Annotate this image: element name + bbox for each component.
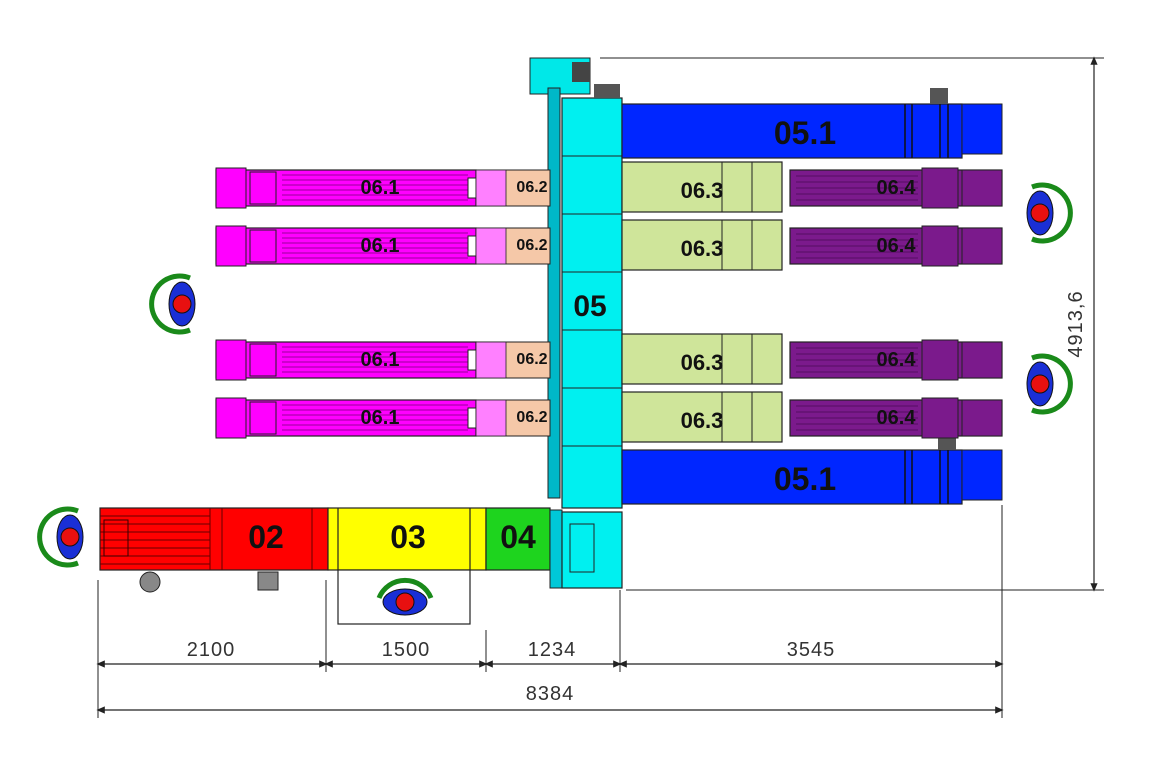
module-06-1-stop <box>467 349 477 371</box>
module-06-2-label: 06.2 <box>516 237 547 254</box>
module-06-2-label: 06.2 <box>516 351 547 368</box>
dim-total: 8384 <box>526 683 575 705</box>
module-06-2-joint <box>475 341 507 379</box>
module-06-4-end <box>961 399 1003 437</box>
module-06-2-joint <box>475 169 507 207</box>
module-04: 04 <box>485 507 623 589</box>
operator-arc <box>1031 353 1073 415</box>
module-04-label: 04 <box>500 519 536 555</box>
operator-head <box>172 294 192 314</box>
module-05-label: 05 <box>573 290 606 323</box>
operator-head <box>1030 374 1050 394</box>
module-06-2-label: 06.2 <box>516 179 547 196</box>
module-06-4-drive <box>921 339 959 381</box>
module-row-4: 06.1 06.2 06.3 06.4 <box>215 391 1003 443</box>
dimensions: 2100 1500 1234 3545 8384 4913,6 <box>96 56 1104 718</box>
module-06-4-label: 06.4 <box>877 407 917 429</box>
module-06-3-label: 06.3 <box>681 350 724 375</box>
module-06-4-drive <box>921 397 959 439</box>
module-06-3-body <box>621 333 783 385</box>
operator-group <box>37 182 1073 616</box>
module-06-1-end <box>215 339 247 381</box>
module-06-4-label: 06.4 <box>877 235 917 257</box>
module-06-1-end <box>215 167 247 209</box>
module-06-3-label: 06.3 <box>681 178 724 203</box>
operator-arc <box>149 273 191 335</box>
operator-arc <box>376 577 434 600</box>
module-06-2-joint <box>475 227 507 265</box>
module-06-1-frame <box>249 229 277 263</box>
module-06-4-end <box>961 227 1003 265</box>
module-06-4-drive <box>921 167 959 209</box>
operator-head <box>60 527 80 547</box>
operator-5 <box>376 577 434 616</box>
module-row-3: 06.1 06.2 06.3 06.4 <box>215 333 1003 385</box>
module-06-1-end <box>215 397 247 439</box>
module-row-1: 06.1 06.2 06.3 06.4 <box>215 161 1003 213</box>
module-05-1-top-label: 05.1 <box>774 115 836 151</box>
module-06-4-label: 06.4 <box>877 349 917 371</box>
module-06-2-joint <box>475 399 507 437</box>
module-06-1-frame <box>249 401 277 435</box>
dim-height: 4913,6 <box>1065 290 1087 357</box>
module-06-4-drive <box>921 225 959 267</box>
module-06-3-body <box>621 161 783 213</box>
dim-2100: 2100 <box>187 639 236 661</box>
module-06-1-end <box>215 225 247 267</box>
dim-1234: 1234 <box>528 639 577 661</box>
dim-3545: 3545 <box>787 639 836 661</box>
module-06-4-end <box>961 341 1003 379</box>
row-group: 06.1 06.2 06.3 06.4 06.1 06.2 06.3 06.4 06.1 06.2… <box>215 161 1003 443</box>
module-06-1-stop <box>467 177 477 199</box>
module-06-2-label: 06.2 <box>516 409 547 426</box>
dim-1500: 1500 <box>382 639 431 661</box>
module-06-1-frame <box>249 171 277 205</box>
module-06-1-label: 06.1 <box>361 177 400 199</box>
module-02-label: 02 <box>248 519 284 555</box>
operator-3 <box>1026 353 1073 415</box>
module-06-1-stop <box>467 235 477 257</box>
operator-4 <box>37 506 84 568</box>
module-06-3-body <box>621 219 783 271</box>
module-06-1-stop <box>467 407 477 429</box>
operator-arc <box>1031 182 1073 244</box>
module-row-2: 06.1 06.2 06.3 06.4 <box>215 219 1003 271</box>
module-02: 02 <box>99 507 329 593</box>
operator-arc <box>37 506 79 568</box>
module-06-1-label: 06.1 <box>361 407 400 429</box>
module-06-3-label: 06.3 <box>681 236 724 261</box>
module-06-3-body <box>621 391 783 443</box>
module-06-1-label: 06.1 <box>361 235 400 257</box>
module-06-1-label: 06.1 <box>361 349 400 371</box>
operator-1 <box>1026 182 1073 244</box>
module-05-1-top: 05.1 <box>621 88 1003 159</box>
module-06-4-label: 06.4 <box>877 177 917 199</box>
operator-2 <box>149 273 196 335</box>
module-06-4-end <box>961 169 1003 207</box>
module-05-1-bottom: 05.1 <box>621 434 1003 505</box>
module-06-1-frame <box>249 343 277 377</box>
module-05: 05 <box>529 57 623 509</box>
operator-head <box>395 592 415 612</box>
operator-head <box>1030 203 1050 223</box>
module-06-3-label: 06.3 <box>681 408 724 433</box>
module-05-1-bottom-label: 05.1 <box>774 461 836 497</box>
module-03-label: 03 <box>390 519 426 555</box>
